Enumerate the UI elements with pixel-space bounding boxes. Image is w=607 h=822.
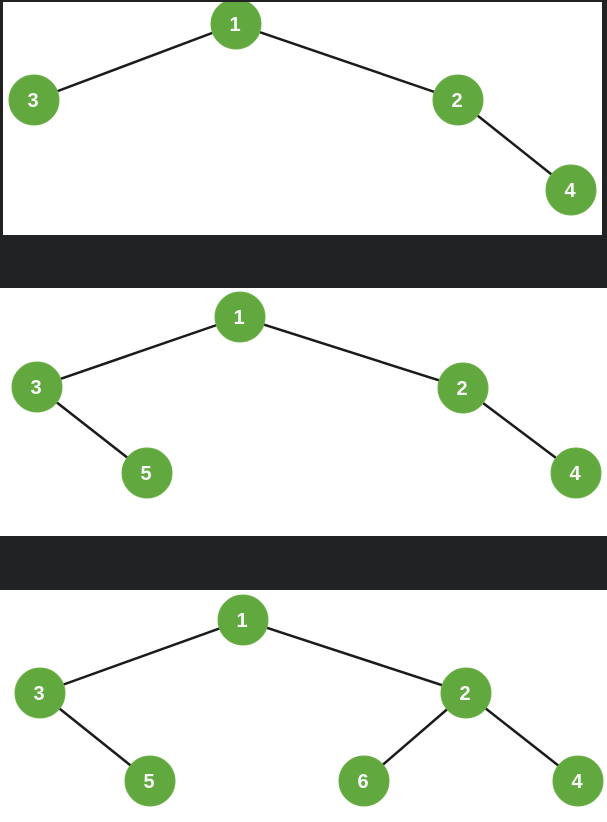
node-circle	[545, 164, 597, 216]
tree-edge-1-2	[241, 618, 468, 695]
node-circle	[440, 667, 492, 719]
node-circle	[210, 2, 262, 50]
node-label: 3	[33, 683, 44, 705]
node-circle	[8, 74, 60, 126]
tree-node-3: 3	[8, 74, 60, 126]
tree-edge-1-2	[238, 315, 465, 390]
tree-node-4: 4	[545, 164, 597, 216]
binary-tree-step-3-canvas: 1 3 2 5 6 4	[14, 594, 604, 807]
tree-node-1: 1	[210, 2, 262, 50]
tree-edge-1-3	[32, 22, 238, 102]
node-circle	[124, 755, 176, 807]
tree-node-5: 5	[121, 447, 173, 499]
binary-tree-step-3: 1 3 2 5 6 4	[0, 590, 607, 822]
node-circle	[121, 447, 173, 499]
panel-separator-2	[0, 536, 607, 590]
tree-node-3: 3	[14, 667, 66, 719]
tree-node-2: 2	[440, 667, 492, 719]
binary-tree-step-2-canvas: 1 3 2 5 4	[11, 291, 602, 499]
node-circle	[217, 594, 269, 646]
tree-node-4: 4	[552, 755, 604, 807]
binary-tree-step-1-canvas: 1 3 2 4	[8, 2, 597, 216]
node-label: 3	[30, 377, 41, 399]
node-circle	[214, 291, 266, 343]
node-circle	[432, 74, 484, 126]
node-circle	[11, 361, 63, 413]
binary-tree-step-1: 1 3 2 4	[3, 2, 602, 235]
tree-node-3: 3	[11, 361, 63, 413]
node-label: 5	[140, 463, 151, 485]
panel-separator-1	[0, 235, 607, 288]
node-circle	[338, 755, 390, 807]
node-label: 1	[229, 14, 240, 36]
tree-node-2: 2	[432, 74, 484, 126]
node-label: 2	[456, 378, 467, 400]
node-circle	[550, 447, 602, 499]
node-label: 2	[459, 683, 470, 705]
tree-edge-1-2	[234, 22, 460, 102]
node-circle	[552, 755, 604, 807]
tree-node-1: 1	[217, 594, 269, 646]
tree-node-2: 2	[437, 362, 489, 414]
node-label: 3	[27, 90, 38, 112]
tree-edge-1-3	[38, 618, 245, 695]
node-label: 6	[357, 771, 368, 793]
node-label: 2	[451, 90, 462, 112]
node-label: 1	[236, 610, 247, 632]
tree-node-4: 4	[550, 447, 602, 499]
node-label: 4	[571, 771, 583, 793]
tree-node-5: 5	[124, 755, 176, 807]
node-label: 4	[569, 463, 581, 485]
node-label: 5	[143, 771, 154, 793]
node-circle	[437, 362, 489, 414]
binary-tree-step-2: 1 3 2 5 4	[0, 288, 607, 536]
tree-edge-1-3	[35, 315, 242, 389]
node-label: 4	[564, 180, 576, 202]
tree-node-6: 6	[338, 755, 390, 807]
node-circle	[14, 667, 66, 719]
tree-node-1: 1	[214, 291, 266, 343]
node-label: 1	[233, 307, 244, 329]
